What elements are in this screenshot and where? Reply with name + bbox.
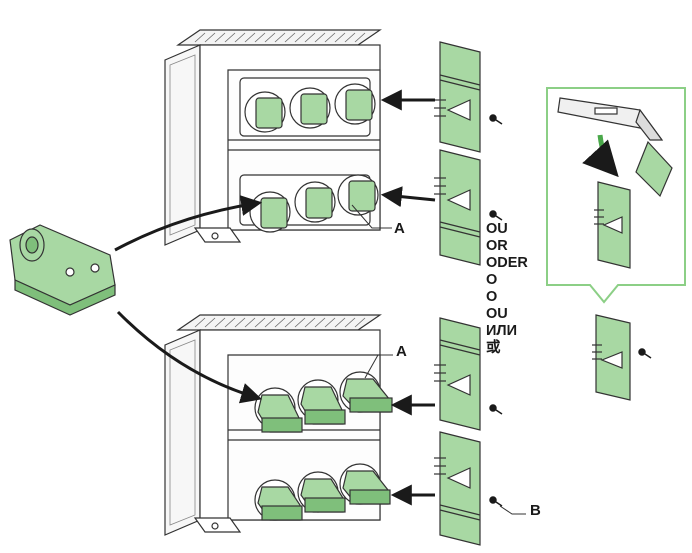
knife-icon	[557, 97, 664, 141]
screw-icon	[638, 348, 652, 359]
alt-text: O	[486, 272, 498, 288]
arrow-icon	[582, 134, 619, 178]
alt-text: ODER	[486, 255, 528, 271]
terminal-covers-bottom-lower	[254, 463, 391, 521]
alt-text: 或	[486, 340, 501, 356]
arrow-to-bottom-breaker	[116, 310, 263, 404]
label-b: B	[530, 502, 541, 519]
label-a-bottom: A	[396, 343, 407, 360]
plate-arrows	[380, 89, 436, 506]
callout-panel	[546, 87, 686, 304]
leader-lines	[351, 204, 526, 515]
green-insulating-part	[9, 224, 116, 316]
label-a-top: A	[394, 220, 405, 237]
alt-text: O	[486, 289, 498, 305]
terminal-covers-top-upper	[244, 83, 376, 133]
shutter-plate-4	[434, 431, 481, 546]
alt-text: OU	[486, 306, 508, 322]
terminal-covers-bottom-upper	[254, 371, 393, 433]
shutter-plate-2	[434, 149, 481, 266]
alternatives-list: OU OR ODER O O OU ИЛИ 或	[486, 221, 528, 357]
alt-text: ИЛИ	[486, 323, 518, 339]
shutter-plate-cut	[592, 314, 631, 401]
alt-text: OU	[486, 221, 508, 237]
shutter-plate-3	[434, 317, 481, 431]
screw-icon	[489, 114, 503, 507]
alt-text: OR	[486, 238, 508, 254]
arrow-to-top-breaker	[114, 195, 263, 252]
shutter-plate-1	[434, 41, 481, 153]
terminal-covers-top-lower	[249, 174, 379, 233]
